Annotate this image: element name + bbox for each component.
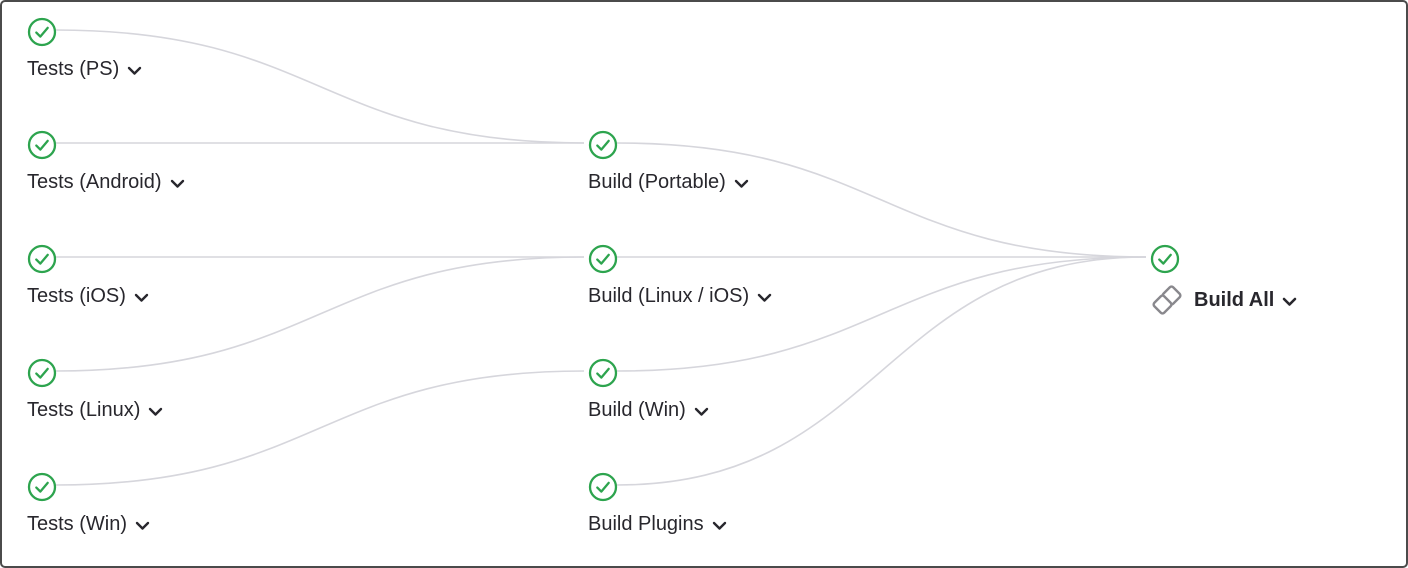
job-build-linux-ios[interactable]: Build (Linux / iOS) — [588, 244, 772, 308]
success-check-icon[interactable] — [588, 244, 618, 274]
job-dropdown-trigger[interactable]: Build (Linux / iOS) — [588, 284, 772, 308]
success-check-icon[interactable] — [27, 244, 57, 274]
chevron-down-icon — [128, 66, 142, 75]
success-check-icon[interactable] — [1150, 244, 1180, 274]
job-dropdown-trigger[interactable]: Tests (iOS) — [27, 284, 149, 308]
success-check-icon[interactable] — [27, 358, 57, 388]
job-build-plugins[interactable]: Build Plugins — [588, 472, 727, 536]
job-dropdown-trigger[interactable]: Tests (Win) — [27, 512, 150, 536]
job-tests-linux[interactable]: Tests (Linux) — [27, 358, 163, 422]
job-dropdown-trigger[interactable]: Build (Portable) — [588, 170, 749, 194]
job-dropdown-trigger[interactable]: Tests (PS) — [27, 57, 142, 81]
job-label: Tests (Android) — [27, 171, 162, 193]
job-tests-android[interactable]: Tests (Android) — [27, 130, 185, 194]
chevron-down-icon — [149, 407, 163, 416]
chevron-down-icon — [134, 293, 149, 302]
chevron-down-icon — [694, 407, 708, 416]
job-label: Build Plugins — [588, 513, 704, 535]
job-dropdown-trigger[interactable]: Build All — [1194, 288, 1297, 312]
job-label: Build (Win) — [588, 399, 686, 421]
job-label: Build (Portable) — [588, 171, 726, 193]
job-label: Tests (iOS) — [27, 285, 126, 307]
success-check-icon[interactable] — [588, 358, 618, 388]
job-label: Build (Linux / iOS) — [588, 285, 750, 307]
job-label: Tests (Win) — [27, 513, 127, 535]
success-check-icon[interactable] — [588, 472, 618, 502]
chevron-down-icon — [712, 521, 726, 530]
job-label: Tests (Linux) — [27, 399, 141, 421]
job-dropdown-trigger[interactable]: Tests (Android) — [27, 170, 185, 194]
job-build-all[interactable]: Build All — [1150, 244, 1297, 317]
chevron-down-icon — [734, 179, 749, 188]
job-dropdown-trigger[interactable]: Tests (Linux) — [27, 398, 163, 422]
chevron-down-icon — [1283, 297, 1297, 306]
chevron-down-icon — [757, 293, 772, 302]
success-check-icon[interactable] — [27, 130, 57, 160]
job-label: Build All — [1194, 289, 1275, 311]
job-dropdown-trigger[interactable]: Build Plugins — [588, 512, 727, 536]
success-check-icon[interactable] — [27, 17, 57, 47]
job-label: Tests (PS) — [27, 58, 120, 80]
chevron-down-icon — [170, 179, 184, 188]
job-tests-win[interactable]: Tests (Win) — [27, 472, 150, 536]
success-check-icon[interactable] — [588, 130, 618, 160]
chevron-down-icon — [135, 521, 150, 530]
job-build-portable[interactable]: Build (Portable) — [588, 130, 749, 194]
stacked-diamonds-icon — [1150, 283, 1184, 317]
job-tests-ios[interactable]: Tests (iOS) — [27, 244, 149, 308]
success-check-icon[interactable] — [27, 472, 57, 502]
job-build-win[interactable]: Build (Win) — [588, 358, 709, 422]
job-tests-ps[interactable]: Tests (PS) — [27, 17, 142, 81]
job-dropdown-trigger[interactable]: Build (Win) — [588, 398, 709, 422]
